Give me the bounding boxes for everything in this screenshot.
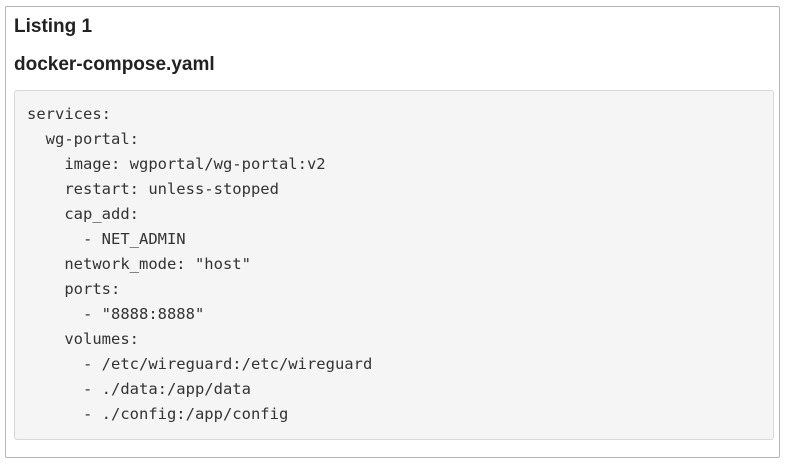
listing-box: Listing 1 docker-compose.yaml services: … (5, 6, 780, 458)
code-line: - NET_ADMIN (27, 230, 186, 248)
code-line: - "8888:8888" (27, 305, 205, 323)
code-line: volumes: (27, 330, 139, 348)
code-line: image: wgportal/wg-portal:v2 (27, 155, 326, 173)
code-line: restart: unless-stopped (27, 180, 279, 198)
code-line: ports: (27, 280, 121, 298)
code-line: - /etc/wireguard:/etc/wireguard (27, 355, 373, 373)
code-line: network_mode: "host" (27, 255, 251, 273)
listing-title: Listing 1 (14, 16, 93, 37)
code-line: cap_add: (27, 205, 139, 223)
code-line: - ./data:/app/data (27, 380, 251, 398)
file-name: docker-compose.yaml (14, 54, 215, 75)
code-line: - ./config:/app/config (27, 405, 289, 423)
code-line: wg-portal: (27, 130, 139, 148)
code-block: services: wg-portal: image: wgportal/wg-… (14, 90, 774, 440)
code-line: services: (27, 105, 111, 123)
